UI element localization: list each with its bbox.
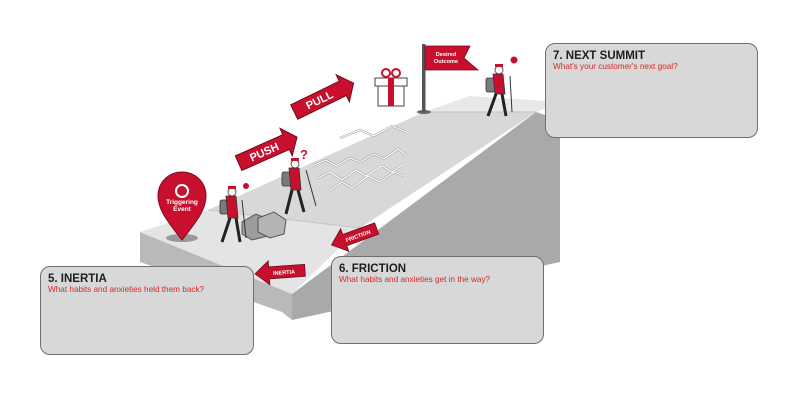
inertia-arrow-label: INERTIA [273,270,295,278]
next-summit-card-question: What's your customer's next goal? [553,62,678,71]
hiker-friction-icon [281,158,317,215]
hiker-inertia-icon [219,183,249,243]
friction-card-title: 6. FRICTION [339,263,407,275]
gift-box-icon [374,68,408,107]
desired-outcome-flag-icon [417,44,480,114]
friction-card-question: What habits and anxieties get in the way… [339,275,491,284]
inertia-card-question: What habits and anxieties held them back… [48,285,205,294]
next-summit-card[interactable]: 7. NEXT SUMMIT What's your customer's ne… [545,43,758,138]
inertia-card[interactable]: 5. INERTIA What habits and anxieties hel… [40,266,254,355]
triggering-event-pin-icon [157,171,207,242]
question-mark: ? [300,147,308,162]
inertia-card-title: 5. INERTIA [48,273,107,285]
hiker-summit-icon [485,56,518,117]
inertia-arrow: INERTIA [254,259,306,286]
friction-card[interactable]: 6. FRICTION What habits and anxieties ge… [331,256,544,344]
pull-arrow: PULL [290,73,355,120]
next-summit-card-title: 7. NEXT SUMMIT [553,50,646,62]
rocks-icon [241,211,287,241]
